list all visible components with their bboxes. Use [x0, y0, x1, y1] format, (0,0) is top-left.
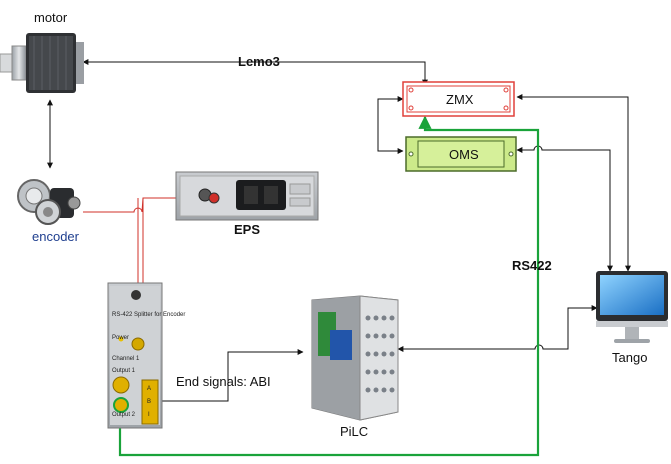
splitter-power: Power	[112, 335, 129, 341]
splitter-pin-i: I	[148, 412, 150, 418]
end-signals-label: End signals: ABI	[176, 374, 271, 389]
tango-pilc-link	[397, 305, 598, 352]
splitter-output1: Output 1	[112, 368, 136, 374]
end-signals-link	[160, 349, 304, 402]
zmx-label: ZMX	[446, 92, 474, 107]
tango-label: Tango	[612, 350, 647, 365]
rs422-label: RS422	[512, 258, 552, 273]
oms-tango-link	[516, 145, 613, 272]
encoder-image	[17, 179, 81, 225]
splitter-image	[107, 282, 163, 429]
pilc-image	[311, 295, 399, 421]
splitter-title: RS-422 Splitter for Encoder	[112, 312, 185, 318]
oms-box	[405, 136, 517, 172]
zmx-oms-link	[377, 96, 404, 154]
eps-label: EPS	[234, 222, 260, 237]
rs422-link	[118, 115, 540, 457]
splitter-output2: Output 2	[112, 412, 136, 418]
encoder-label: encoder	[32, 229, 80, 244]
splitter-channel: Channel 1	[112, 356, 140, 362]
tango-monitor-image	[596, 271, 668, 343]
lemo3-label: Lemo3	[238, 54, 280, 69]
pilc-connectors	[365, 315, 395, 393]
zmx-tango-link	[516, 94, 631, 272]
eps-image	[175, 171, 319, 221]
motor-label: motor	[34, 10, 68, 25]
zmx-box	[402, 81, 515, 117]
lemo3-connection	[82, 59, 428, 86]
oms-label: OMS	[449, 147, 479, 162]
splitter-pin-a: A	[147, 386, 151, 392]
pilc-label: PiLC	[340, 424, 368, 439]
splitter-pin-b: B	[147, 399, 151, 405]
motor-image	[0, 33, 84, 93]
